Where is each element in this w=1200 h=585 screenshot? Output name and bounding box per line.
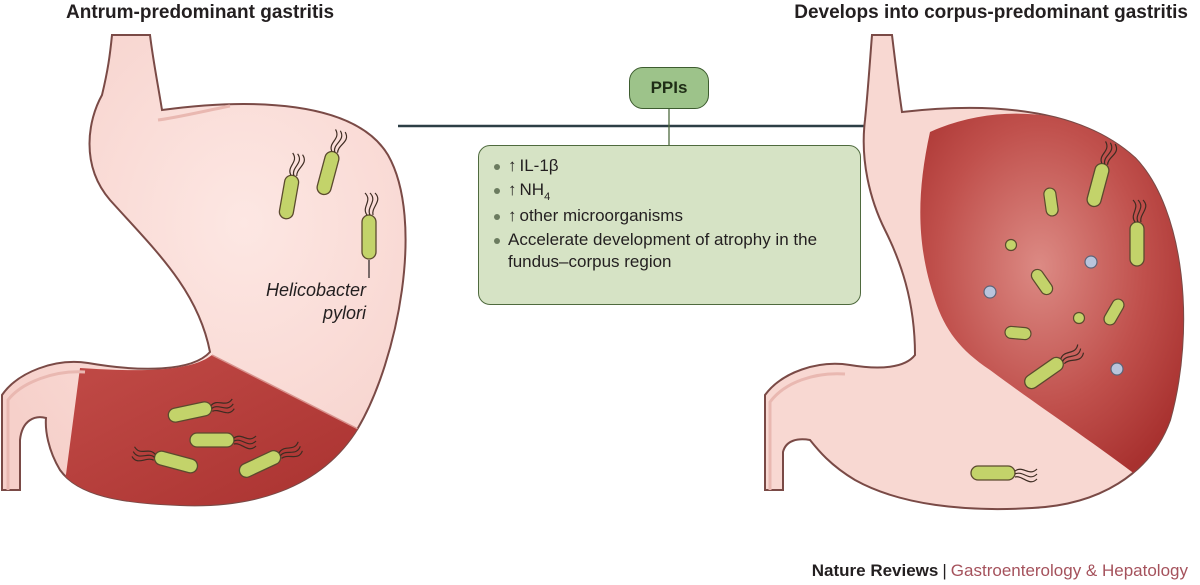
h-pylori-label-line1: Helicobacter <box>265 280 366 300</box>
h-pylori-bacterium <box>131 446 199 474</box>
h-pylori-bacterium <box>167 398 235 423</box>
effect-text: IL-1β <box>519 156 559 175</box>
right-panel-title: Develops into corpus-predominant gastrit… <box>794 2 1188 23</box>
effect-item: ↑IL-1β <box>493 155 850 177</box>
h-pylori-bacterium <box>189 432 257 450</box>
h-pylori-bacterium <box>238 441 303 478</box>
microorganism-rod <box>1103 298 1125 326</box>
journal-credit: Nature Reviews|Gastroenterology & Hepato… <box>812 561 1188 581</box>
h-pylori-bacterium <box>1024 344 1085 390</box>
h-pylori-bacterium <box>970 465 1038 483</box>
effect-text: other microorganisms <box>519 206 683 225</box>
h-pylori-bacterium <box>1086 141 1118 208</box>
up-arrow-icon: ↑ <box>508 206 517 225</box>
credit-separator: | <box>942 561 947 580</box>
ppi-effects-list: ↑IL-1β ↑NH4 ↑other microorganisms Accele… <box>493 155 850 273</box>
right-stomach <box>764 34 1185 511</box>
h-pylori-label-line2: pylori <box>322 303 366 323</box>
microorganism-rod <box>1030 268 1054 296</box>
effect-item: Accelerate development of atrophy in the… <box>493 229 850 273</box>
microorganism-coccus <box>1110 362 1124 376</box>
h-pylori-bacterium <box>278 152 305 220</box>
up-arrow-icon: ↑ <box>508 180 517 199</box>
microorganism-coccus <box>1072 311 1086 325</box>
progression-arrow <box>398 118 910 134</box>
h-pylori-bacterium <box>1129 199 1147 267</box>
effect-subscript: 4 <box>544 191 551 203</box>
ppis-badge: PPIs <box>629 67 709 109</box>
h-pylori-label: Helicobacter pylori <box>226 279 366 325</box>
right-corpus-inflamed-region <box>920 113 1184 478</box>
microorganism-coccus <box>983 285 997 299</box>
publisher-name: Nature Reviews <box>811 561 939 580</box>
effect-item: ↑other microorganisms <box>493 205 850 227</box>
h-pylori-bacterium <box>361 192 379 260</box>
microorganism-rod <box>1043 187 1059 217</box>
microorganism-coccus <box>1004 238 1018 252</box>
journal-name: Gastroenterology & Hepatology <box>950 561 1188 580</box>
microorganism-rod <box>1004 325 1032 341</box>
h-pylori-bacterium <box>316 129 348 196</box>
effect-text: NH <box>519 180 545 199</box>
ppi-effects-box: ↑IL-1β ↑NH4 ↑other microorganisms Accele… <box>478 145 861 305</box>
effect-item: ↑NH4 <box>493 179 850 203</box>
microorganism-coccus <box>1084 255 1098 269</box>
up-arrow-icon: ↑ <box>508 156 517 175</box>
effect-text: Accelerate development of atrophy in the… <box>508 230 818 271</box>
left-panel-title: Antrum-predominant gastritis <box>66 2 335 23</box>
